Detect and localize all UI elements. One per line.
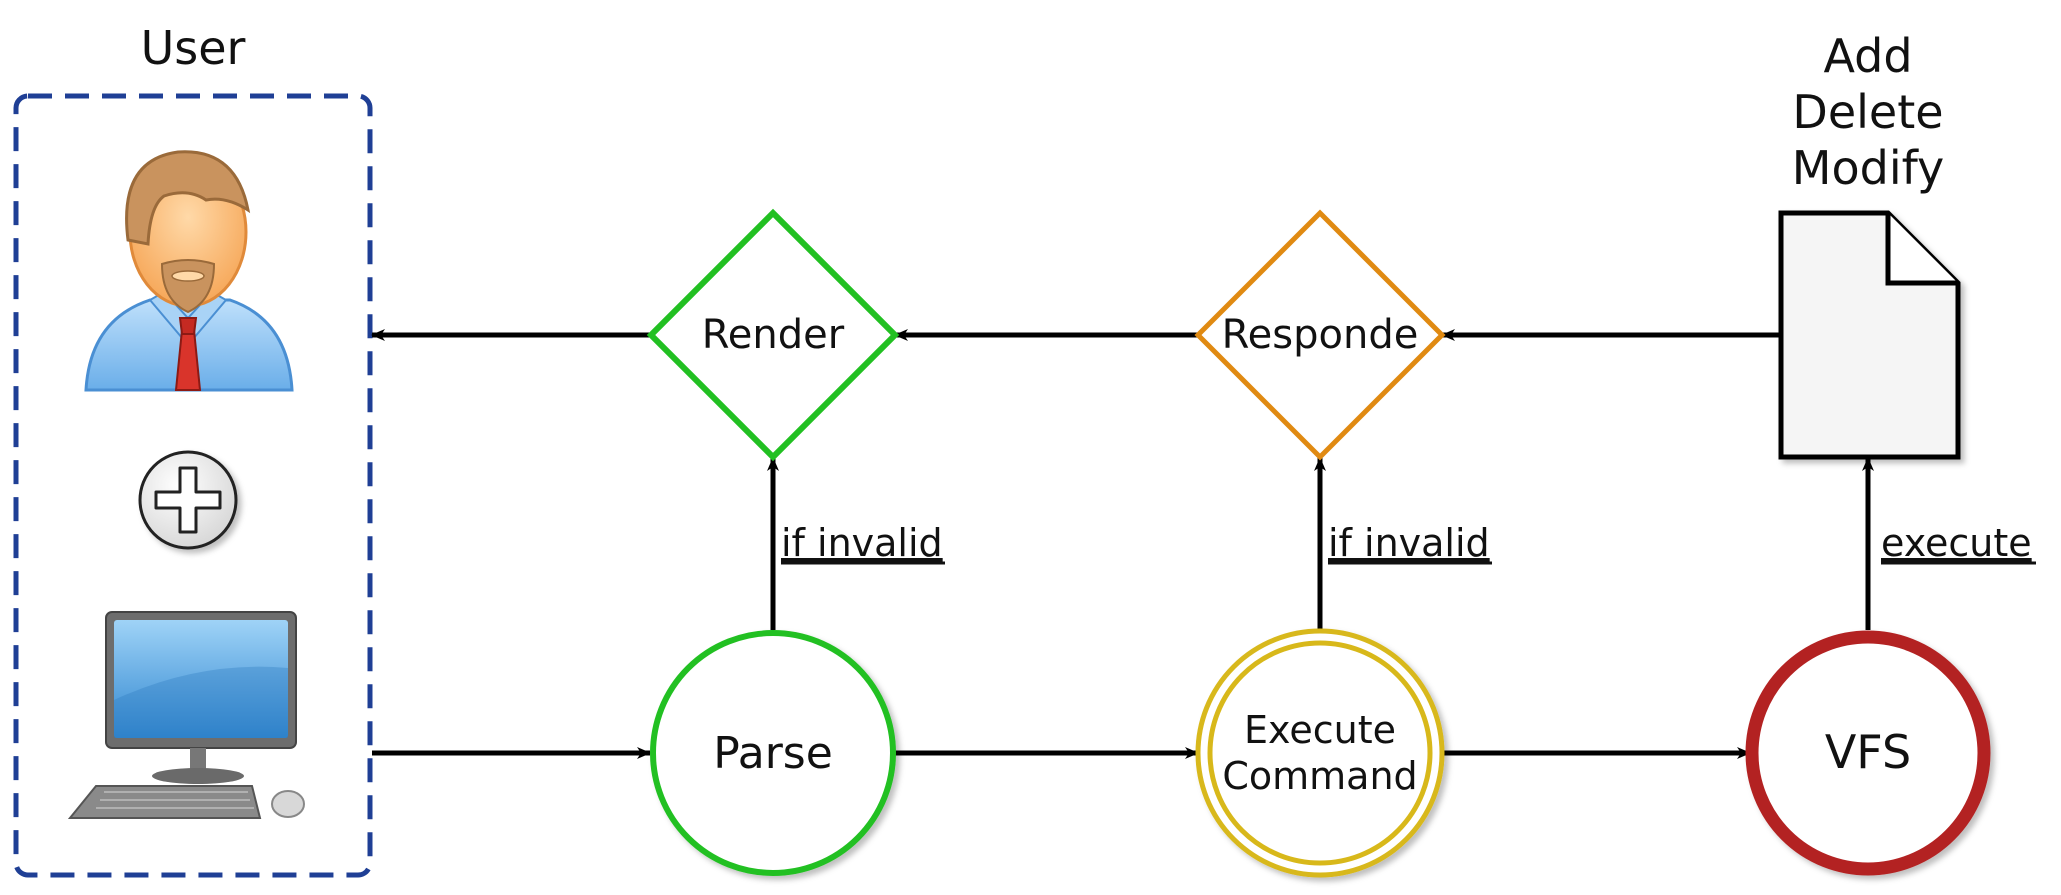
user-avatar	[84, 150, 294, 392]
document-op-modify: Modify	[1792, 141, 1944, 195]
document-node: Add Delete Modify	[1778, 29, 1961, 460]
parse-label: Parse	[713, 728, 833, 779]
responde-label: Responde	[1222, 312, 1419, 358]
vfs-node: VFS	[1745, 630, 1991, 876]
document-op-delete: Delete	[1792, 85, 1943, 139]
vfs-label: VFS	[1825, 725, 1911, 779]
edge-label-execute: execute	[1881, 521, 2032, 565]
desktop-computer-icon	[67, 611, 305, 819]
edge-label-responde-if-invalid: if invalid	[1328, 521, 1490, 565]
arrows	[371, 329, 1874, 759]
parse-node: Parse	[650, 630, 896, 876]
render-label: Render	[702, 312, 845, 358]
user-group-title: User	[141, 21, 246, 75]
execute-label-line1: Execute	[1244, 708, 1396, 752]
document-op-add: Add	[1823, 29, 1912, 83]
responde-node: Responde	[1194, 209, 1446, 461]
execute-command-node: Execute Command	[1195, 628, 1445, 878]
edge-labels: if invalid if invalid execute	[781, 521, 2036, 565]
execute-label-line2: Command	[1222, 754, 1417, 798]
user-group-box	[13, 93, 373, 878]
plus-icon	[138, 450, 238, 550]
render-node: Render	[646, 208, 900, 462]
edge-label-render-if-invalid: if invalid	[781, 521, 943, 565]
